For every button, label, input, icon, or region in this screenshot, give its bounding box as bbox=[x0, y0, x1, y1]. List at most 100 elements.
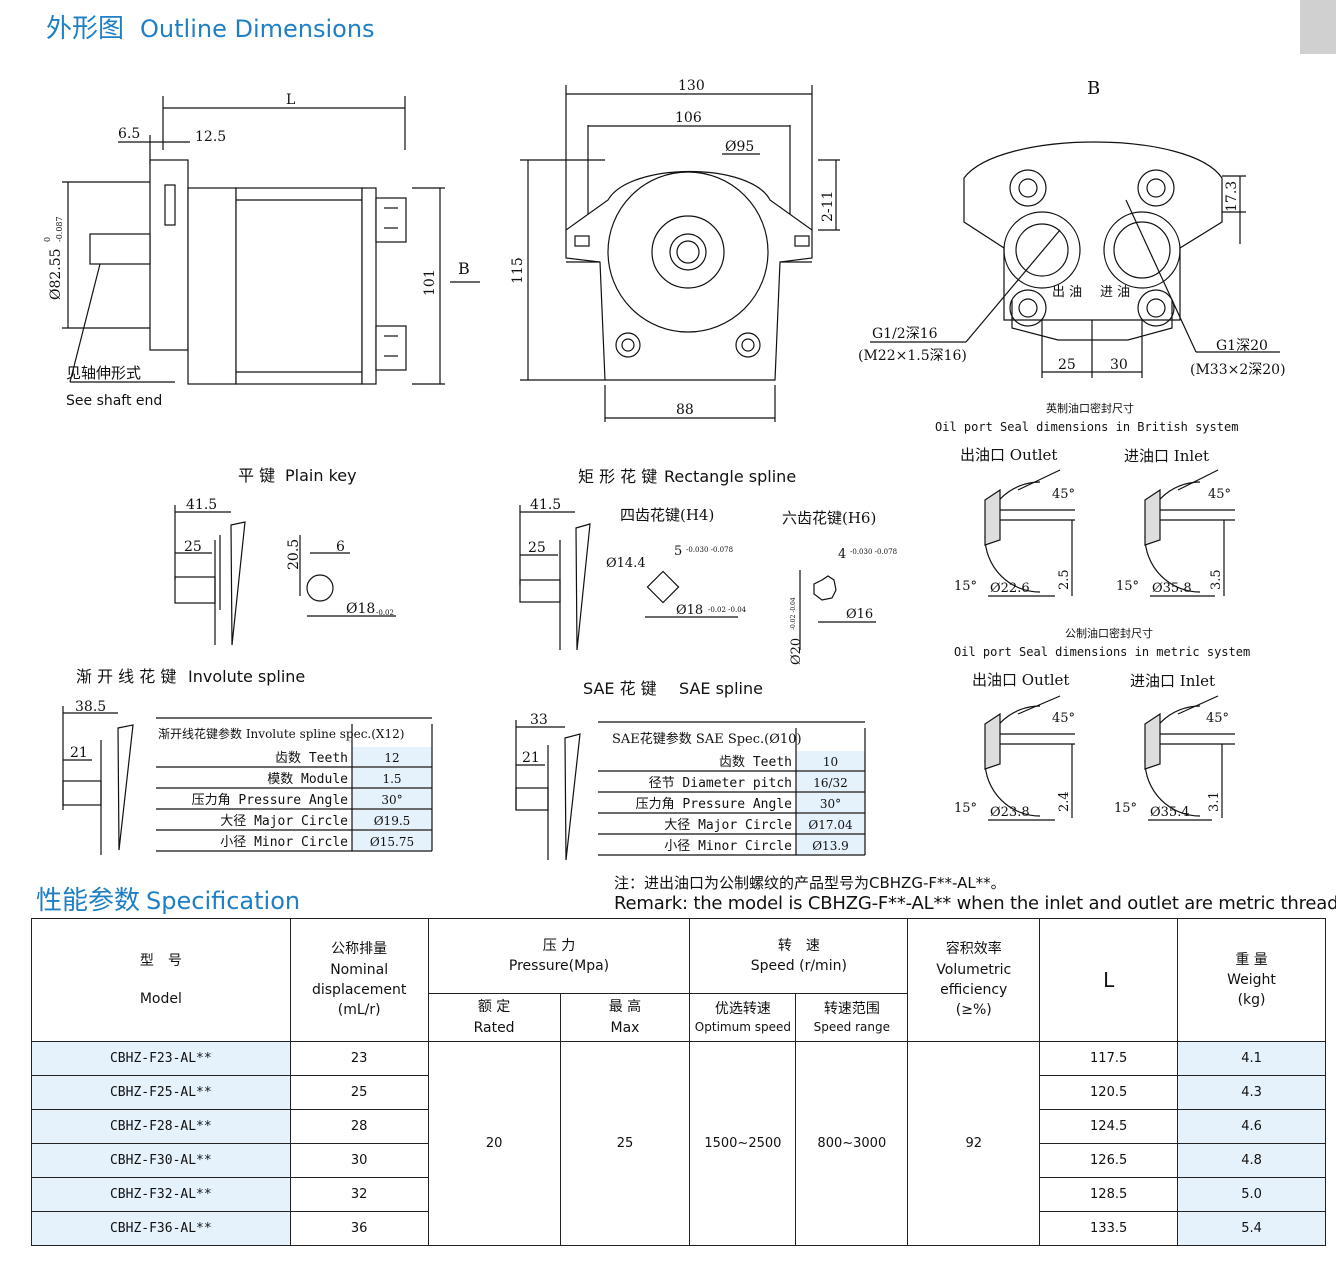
inv-title-cn: 渐 开 线 花 键 bbox=[76, 667, 176, 686]
title-en: Outline Dimensions bbox=[140, 15, 375, 43]
rs-six-cn: 六齿花键(H6) bbox=[782, 509, 876, 527]
cell-L: 126.5 bbox=[1039, 1143, 1179, 1178]
plain-key: 平 键 Plain key 41.5 25 20.5 6 Ø18 -0.02 bbox=[174, 466, 396, 646]
seal-b-inlet: 45° 15° Ø35.8 3.5 bbox=[1116, 469, 1235, 597]
seal-dimensions: 英制油口密封尺寸 Oil port Seal dimensions in Bri… bbox=[935, 401, 1250, 821]
pk-6: 6 bbox=[336, 539, 345, 555]
spec-value-bg bbox=[796, 835, 865, 854]
cell-L: 133.5 bbox=[1039, 1211, 1179, 1246]
spec-label: 齿数 Teeth bbox=[719, 755, 792, 770]
b-out-15: 15° bbox=[954, 579, 977, 594]
m-out-15: 15° bbox=[954, 801, 977, 816]
dim-12-5: 12.5 bbox=[195, 129, 226, 145]
spec-label: 齿数 Teeth bbox=[275, 751, 348, 766]
spec-value: 30° bbox=[381, 793, 402, 807]
cell-model: CBHZ-F28-AL** bbox=[31, 1109, 291, 1144]
cell-rated: 20 bbox=[427, 1041, 561, 1246]
inv-title-en: Involute spline bbox=[188, 667, 305, 686]
rs-41-5: 41.5 bbox=[530, 497, 561, 513]
b-out-h: 2.5 bbox=[1057, 569, 1072, 590]
spec-value: Ø13.9 bbox=[812, 839, 849, 853]
dim-diam: Ø82.55 bbox=[48, 248, 64, 300]
rs-four-cn: 四齿花键(H4) bbox=[620, 506, 714, 524]
cell-optimum: 1500~2500 bbox=[689, 1041, 797, 1246]
dim-17-3: 17.3 bbox=[1224, 181, 1240, 212]
side-view: L 6.5 12.5 Ø82.55 0 -0.087 101 B 见轴伸形式 S… bbox=[43, 92, 480, 409]
cell-range: 800~3000 bbox=[795, 1041, 909, 1246]
port-g1-b: (M33×2深20) bbox=[1190, 362, 1286, 378]
rs-title-en: Rectangle spline bbox=[664, 467, 796, 486]
spec-title-en: Specification bbox=[146, 887, 301, 915]
spec-value: 10 bbox=[823, 755, 838, 769]
inv-21: 21 bbox=[70, 745, 88, 761]
inv-38-5: 38.5 bbox=[75, 699, 106, 715]
back-view: B 出 油 进 油 17.3 25 30 G1/2深16 (M22×1.5深16… bbox=[858, 78, 1286, 378]
plain-key-en: Plain key bbox=[285, 466, 357, 485]
cell-disp: 32 bbox=[289, 1177, 429, 1212]
spec-title-cn: 性能参数 bbox=[36, 886, 141, 916]
b-in-15: 15° bbox=[1116, 579, 1139, 594]
b-in-45: 45° bbox=[1208, 487, 1231, 502]
dim-106: 106 bbox=[675, 110, 702, 126]
rs-t4: 4 bbox=[838, 547, 846, 562]
rs-25: 25 bbox=[528, 540, 546, 556]
cell-model: CBHZ-F30-AL** bbox=[31, 1143, 291, 1178]
spec-label: 大径 Major Circle bbox=[220, 814, 348, 829]
cell-L: 128.5 bbox=[1039, 1177, 1179, 1212]
table-row: CBHZ-F36-AL** 36 133.5 5.4 bbox=[31, 1211, 1326, 1246]
cell-weight: 4.8 bbox=[1177, 1143, 1326, 1178]
th-L: L bbox=[1039, 918, 1179, 1042]
spec-label: 径节 Diameter pitch bbox=[649, 776, 792, 791]
spec-value: Ø17.04 bbox=[808, 818, 853, 832]
table-row: CBHZ-F32-AL** 32 128.5 5.0 bbox=[31, 1177, 1326, 1212]
spec-value-bg bbox=[796, 793, 865, 812]
spec-value-bg bbox=[796, 772, 865, 791]
b-out-d: Ø22.6 bbox=[990, 581, 1030, 596]
rectangle-spline: 矩 形 花 键 Rectangle spline 41.5 25 四齿花键(H4… bbox=[519, 467, 897, 665]
pk-d18: Ø18 bbox=[346, 601, 375, 617]
dim-25: 25 bbox=[1058, 357, 1076, 373]
b-outlet: 出油口 Outlet bbox=[960, 446, 1057, 464]
corner-tab bbox=[1300, 0, 1336, 54]
spec-value: 16/32 bbox=[813, 776, 848, 790]
spec-label: 小径 Minor Circle bbox=[220, 835, 348, 850]
page-title: 外形图 Outline Dimensions bbox=[46, 8, 375, 45]
view-B-label: B bbox=[458, 259, 470, 278]
spec-value-bg bbox=[352, 768, 432, 787]
rs-t5-tol: -0.030 -0.078 bbox=[686, 546, 733, 554]
outline-drawing: L 6.5 12.5 Ø82.55 0 -0.087 101 B 见轴伸形式 S… bbox=[43, 78, 1286, 861]
rs-d18-tol: -0.02 -0.04 bbox=[708, 606, 747, 614]
dim-130: 130 bbox=[678, 78, 705, 94]
spec-value-bg bbox=[796, 814, 865, 833]
spec-value: Ø15.75 bbox=[370, 835, 414, 849]
sae-title-cn: SAE 花 键 bbox=[583, 679, 657, 698]
spec-value: 1.5 bbox=[382, 772, 401, 786]
dim-115: 115 bbox=[510, 257, 526, 284]
title-cn: 外形图 bbox=[46, 14, 125, 44]
spec-value: 30° bbox=[820, 797, 841, 811]
port-g12-a: G1/2深16 bbox=[872, 326, 938, 342]
cell-model: CBHZ-F25-AL** bbox=[31, 1075, 291, 1110]
cell-weight: 4.1 bbox=[1177, 1041, 1326, 1076]
cell-model: CBHZ-F36-AL** bbox=[31, 1211, 291, 1246]
front-view: 130 106 Ø95 115 2-11 88 bbox=[510, 78, 840, 422]
involute-spline: 渐 开 线 花 键 Involute spline 38.5 21 渐开线花键参… bbox=[62, 667, 432, 855]
table-row: CBHZ-F25-AL** 25 120.5 4.3 bbox=[31, 1075, 1326, 1110]
sae-spline: SAE 花 键 SAE spline 33 21 SAE花键参数 SAE Spe… bbox=[515, 679, 865, 861]
cell-disp: 23 bbox=[289, 1041, 429, 1076]
sae-table-title: SAE花键参数 SAE Spec.(Ø10) bbox=[612, 731, 802, 747]
spec-value-bg bbox=[352, 789, 432, 808]
dim-d95: Ø95 bbox=[725, 139, 754, 155]
rs-t4-tol: -0.030 -0.078 bbox=[850, 548, 897, 556]
spec-value-bg bbox=[352, 831, 432, 850]
dim-6-5: 6.5 bbox=[118, 126, 140, 142]
